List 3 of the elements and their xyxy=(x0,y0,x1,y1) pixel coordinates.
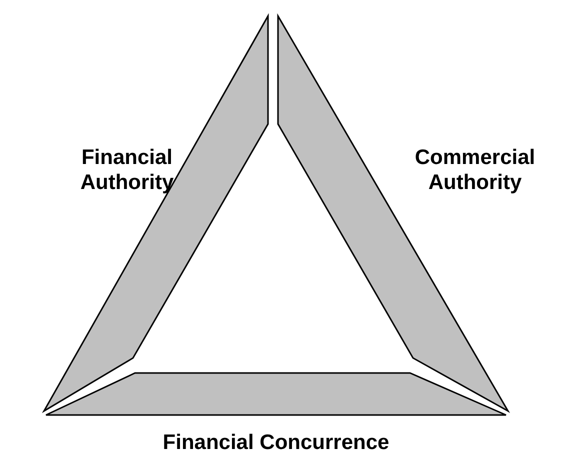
side-label: Commercial Authority xyxy=(414,145,536,195)
side-label: Financial Authority xyxy=(79,145,175,195)
side-label: Financial Concurrence xyxy=(162,430,390,455)
